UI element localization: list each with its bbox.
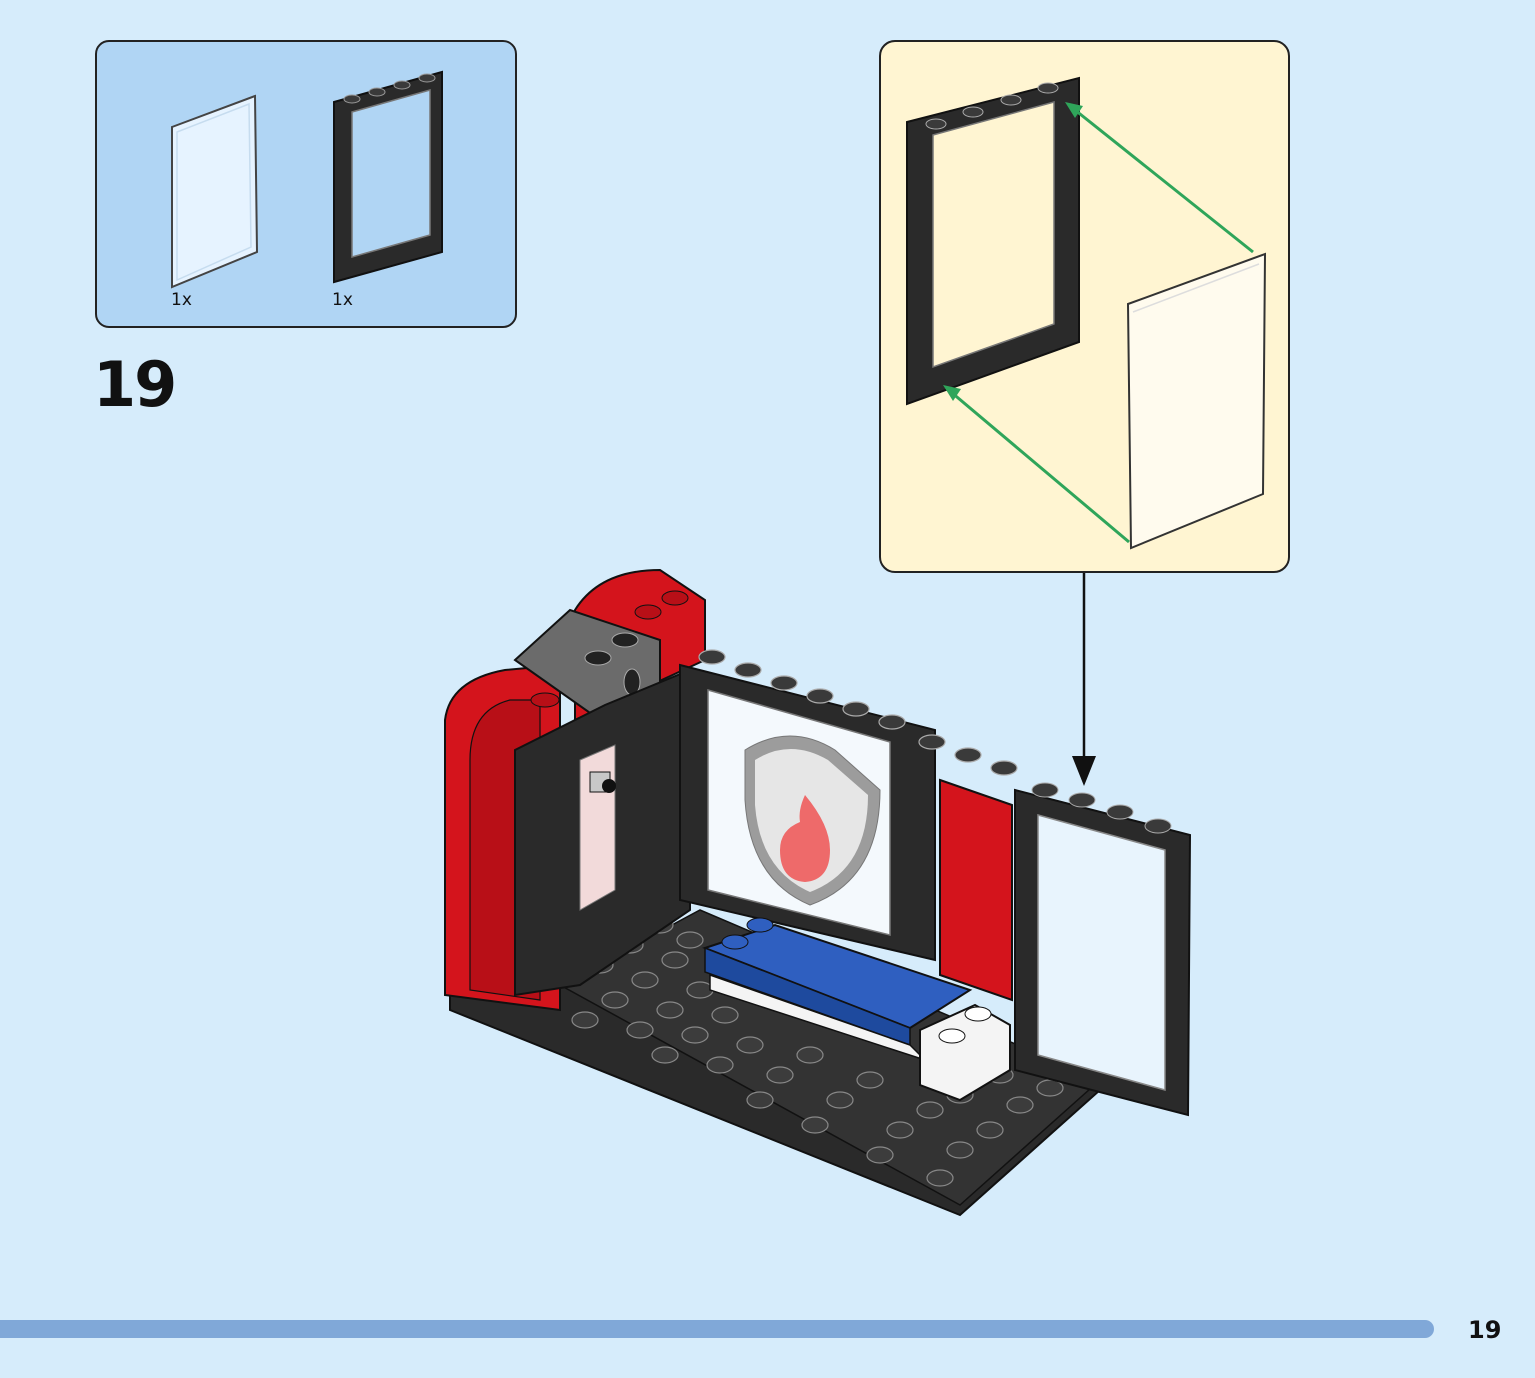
grey-bracket: [513, 608, 661, 722]
page-number: 19: [1468, 1316, 1502, 1344]
glass-pane-quantity: 1x: [171, 290, 192, 310]
new-window-frame: [1014, 782, 1192, 1117]
sub-assembly-callout: [879, 40, 1290, 573]
window-frame-part: [333, 70, 443, 284]
step-number: 19: [93, 348, 177, 421]
fire-shield-icon: [744, 735, 881, 906]
window-frame-detail: [906, 76, 1080, 406]
white-brick: [919, 1003, 1011, 1102]
blue-bench: [702, 917, 973, 1061]
glass-pane-part: [171, 94, 259, 289]
red-right-panel: [939, 778, 1013, 1002]
base-studs: [571, 916, 1064, 1187]
back-wall-frame: [679, 663, 936, 962]
insertion-arrow: [1072, 573, 1096, 786]
window-frame-quantity: 1x: [332, 290, 353, 310]
main-model-illustration: [444, 568, 1192, 1217]
green-arrow-top: [1065, 102, 1254, 254]
parts-list-illustration: [171, 70, 443, 289]
back-wall-top-studs: [698, 649, 1018, 776]
black-inner-frame: [514, 668, 691, 997]
progress-bar: [0, 1320, 1434, 1338]
callout-illustration: [906, 76, 1267, 550]
parts-list-box: 1x 1x: [95, 40, 517, 328]
green-arrow-bottom: [943, 385, 1130, 544]
glass-pane-detail: [1126, 252, 1267, 550]
